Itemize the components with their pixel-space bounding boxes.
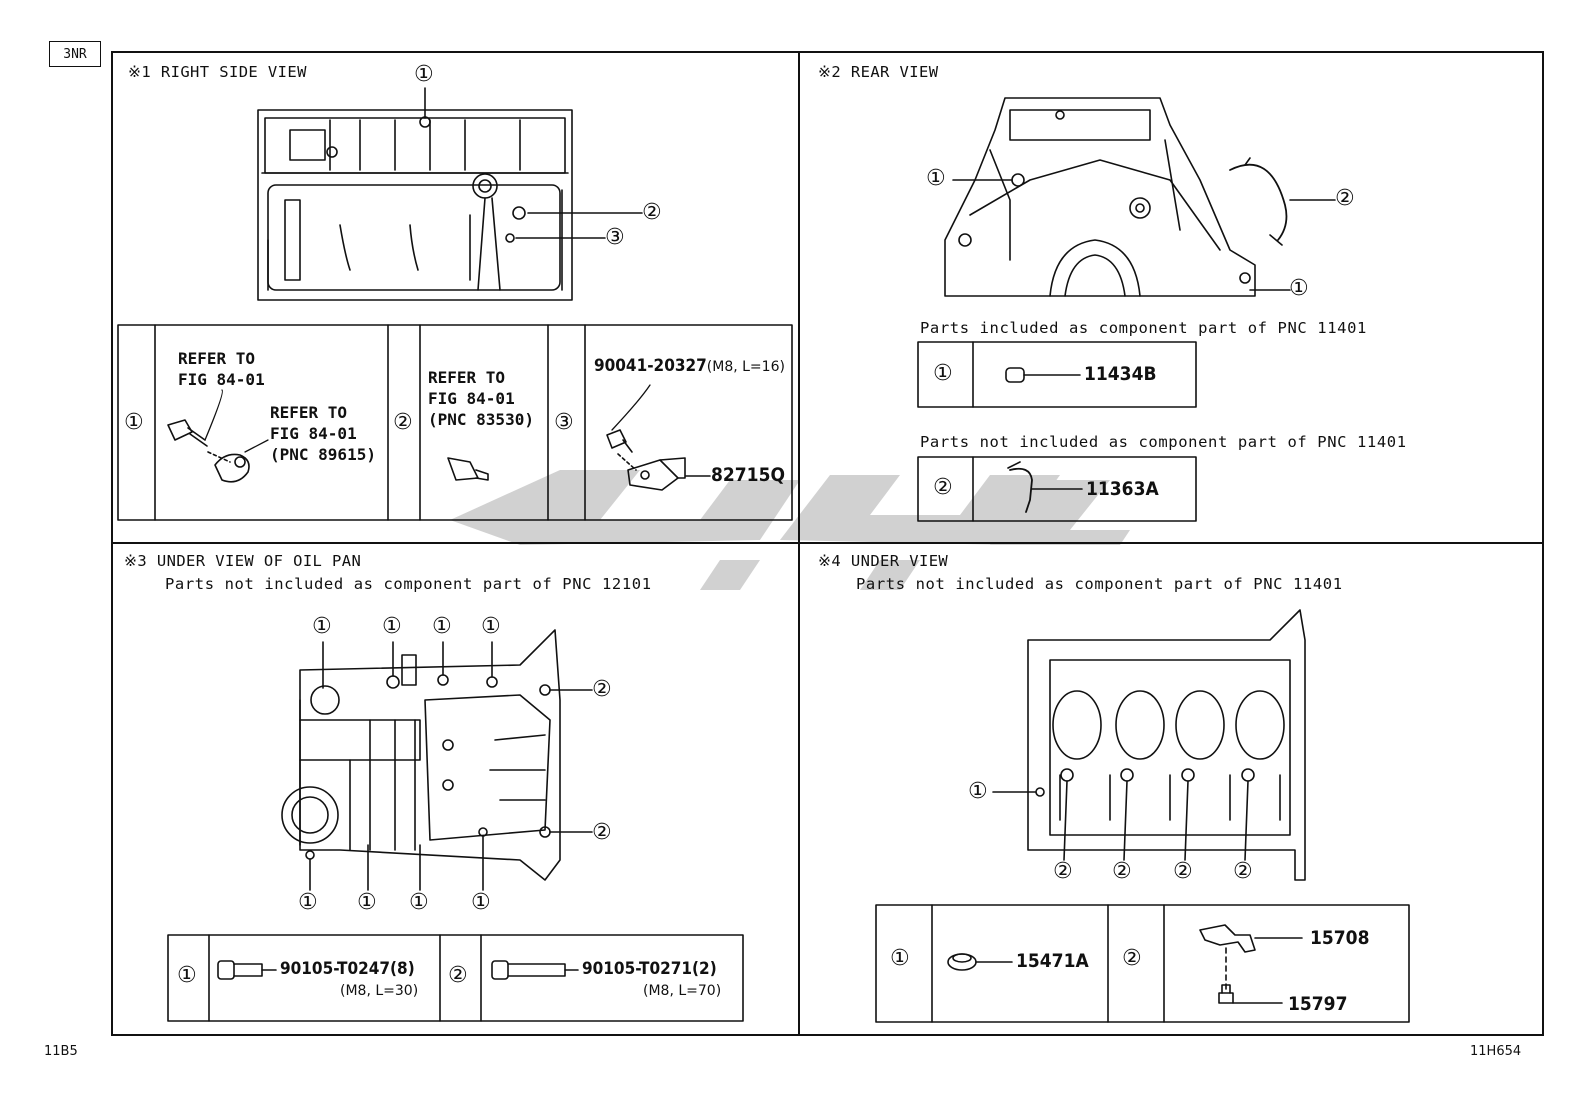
oil-jet-part-number[interactable]: 15708	[1310, 927, 1370, 949]
panel4-title: ※4 UNDER VIEW	[818, 552, 949, 570]
oil-pan-callout-1f[interactable]: ①	[357, 890, 377, 915]
short-bolt-spec: (M8, L=30)	[340, 983, 419, 999]
oil-pan-callout-1g[interactable]: ①	[409, 890, 429, 915]
panel4-table-row-2-label[interactable]: ②	[1122, 946, 1142, 971]
not-included-note-panel2: Parts not included as component part of …	[920, 433, 1407, 451]
not-included-note-panel4: Parts not included as component part of …	[856, 575, 1343, 593]
oil-pan-callout-1e[interactable]: ①	[298, 890, 318, 915]
engine-block-rear-drawing	[944, 97, 1336, 297]
oil-pan-callout-1c[interactable]: ①	[432, 614, 452, 639]
included-note: Parts included as component part of PNC …	[920, 319, 1367, 337]
panel2-table-row-2-label[interactable]: ②	[933, 475, 953, 500]
oil-jet-bolt-part-number[interactable]: 15797	[1288, 993, 1348, 1015]
callout-3[interactable]: ③	[605, 225, 625, 250]
not-included-note-panel3: Parts not included as component part of …	[165, 575, 652, 593]
oil-pan-callout-2a[interactable]: ②	[592, 677, 612, 702]
oil-pan-under-view-drawing	[281, 629, 593, 891]
oil-pan-callout-1d[interactable]: ①	[481, 614, 501, 639]
plug-part-number[interactable]: 15471A	[1016, 950, 1089, 972]
under-view-callout-1[interactable]: ①	[968, 779, 988, 804]
bolt-spec: (M8, L=16)	[706, 359, 785, 375]
panel4-table-row-1-label[interactable]: ①	[890, 946, 910, 971]
callout-2[interactable]: ②	[642, 200, 662, 225]
table1-row-1-label[interactable]: ①	[124, 410, 144, 435]
panel1-title: ※1 RIGHT SIDE VIEW	[128, 63, 307, 81]
table1-row-2-label[interactable]: ②	[393, 410, 413, 435]
panel1-parts-table	[117, 324, 793, 521]
panel3-table-row-1-label[interactable]: ①	[177, 963, 197, 988]
panel4-parts-table	[875, 904, 1410, 1023]
under-view-callout-2a[interactable]: ②	[1053, 859, 1073, 884]
oil-pan-callout-1b[interactable]: ①	[382, 614, 402, 639]
panel3-table-row-2-label[interactable]: ②	[448, 963, 468, 988]
under-view-callout-2c[interactable]: ②	[1173, 859, 1193, 884]
long-bolt-part-number[interactable]: 90105-T0271(2)	[582, 959, 717, 979]
model-tag: 3NR	[49, 41, 101, 67]
engine-block-under-view-drawing	[992, 609, 1306, 881]
panel3-title: ※3 UNDER VIEW OF OIL PAN	[124, 552, 362, 570]
oil-pan-callout-1a[interactable]: ①	[312, 614, 332, 639]
under-view-callout-2d[interactable]: ②	[1233, 859, 1253, 884]
pin-part-number[interactable]: 11434B	[1084, 363, 1157, 385]
under-view-callout-2b[interactable]: ②	[1112, 859, 1132, 884]
figure-code-left: 11B5	[44, 1044, 78, 1059]
panel2-callout-1a[interactable]: ①	[926, 166, 946, 191]
panel2-parts-tables	[917, 341, 1197, 522]
panel3-parts-table	[167, 934, 744, 1022]
long-bolt-spec: (M8, L=70)	[643, 983, 722, 999]
short-bolt-part-number[interactable]: 90105-T0247(8)	[280, 959, 415, 979]
panel2-callout-1b[interactable]: ①	[1289, 276, 1309, 301]
table1-row-3-label[interactable]: ③	[554, 410, 574, 435]
refer-fig-text-a[interactable]: REFER TO FIG 84-01	[178, 349, 265, 389]
figure-code-right: 11H654	[1470, 1044, 1522, 1059]
watermark-shape	[450, 470, 1130, 590]
callout-1-top[interactable]: ①	[414, 62, 434, 87]
bolt-part-number[interactable]: 90041-20327	[594, 356, 707, 376]
panel2-title: ※2 REAR VIEW	[818, 63, 939, 81]
refer-fig-text-c[interactable]: REFER TO FIG 84-01 (PNC 83530)	[428, 368, 534, 429]
engine-block-right-side-drawing	[257, 87, 643, 301]
panel2-callout-2[interactable]: ②	[1335, 186, 1355, 211]
horizontal-divider	[111, 542, 1544, 544]
oil-pan-callout-1h[interactable]: ①	[471, 890, 491, 915]
refer-fig-text-b[interactable]: REFER TO FIG 84-01 (PNC 89615)	[270, 403, 376, 464]
oil-pan-callout-2b[interactable]: ②	[592, 820, 612, 845]
panel2-table-row-1-label[interactable]: ①	[933, 361, 953, 386]
seal-part-number[interactable]: 11363A	[1086, 478, 1159, 500]
bolt-part-number-row: 90041-20327(M8, L=16)	[594, 356, 785, 376]
bracket-part-number[interactable]: 82715Q	[711, 464, 785, 486]
